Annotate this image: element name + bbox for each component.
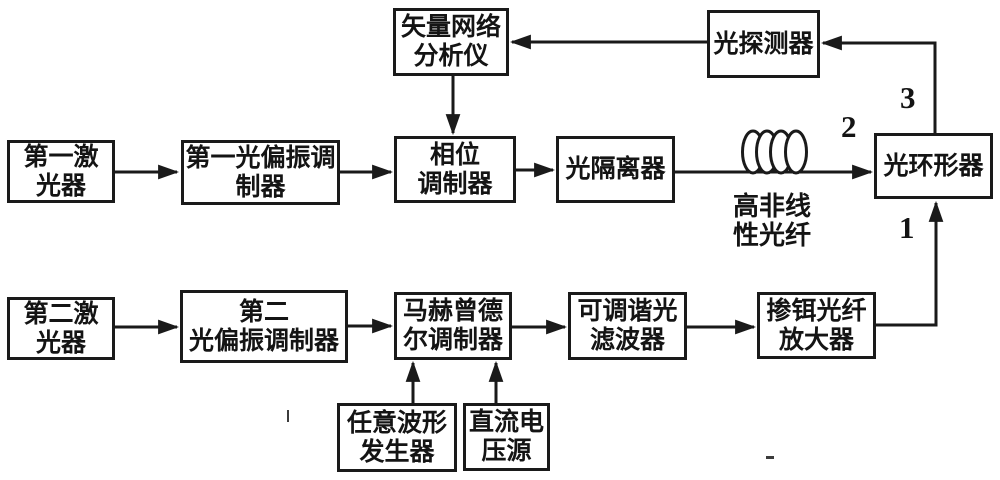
node-vector-network-analyzer-label: 矢量网络 分析仪 — [400, 13, 501, 70]
node-photodetector-label: 光探测器 — [713, 29, 814, 58]
node-second-polarization-modulator-label: 第二 光偏振调制器 — [188, 297, 339, 355]
label-circulator-port-1: 1 — [899, 210, 915, 245]
scan-artifact-dash — [766, 456, 774, 459]
node-dc-voltage-source: 直流电 压源 — [463, 403, 550, 471]
node-mach-zehnder-modulator: 马赫曾德 尔调制器 — [394, 292, 512, 360]
node-optical-circulator-label: 光环形器 — [883, 151, 984, 180]
fiber-coil-icon — [741, 129, 808, 175]
label-circulator-port-3: 3 — [900, 80, 916, 115]
node-optical-isolator: 光隔离器 — [556, 136, 675, 203]
node-edfa: 掺铒光纤 放大器 — [757, 292, 876, 359]
node-arbitrary-waveform-generator: 任意波形 发生器 — [337, 403, 457, 472]
node-first-laser: 第一激 光器 — [7, 140, 115, 203]
node-second-laser-label: 第二激 光器 — [23, 299, 99, 357]
arrow-edfa-to-circulator — [876, 200, 944, 327]
node-edfa-label: 掺铒光纤 放大器 — [766, 296, 867, 354]
scan-artifact-tick — [287, 410, 289, 422]
node-optical-isolator-label: 光隔离器 — [565, 155, 666, 184]
node-tunable-optical-filter-label: 可调谐光 滤波器 — [577, 297, 678, 354]
node-phase-modulator-label: 相位 调制器 — [417, 140, 493, 198]
node-second-laser: 第二激 光器 — [7, 297, 115, 360]
node-optical-circulator: 光环形器 — [874, 133, 993, 199]
arrow-circulator-to-detector — [820, 35, 937, 133]
node-arbitrary-waveform-generator-label: 任意波形 发生器 — [346, 408, 447, 466]
node-second-polarization-modulator: 第二 光偏振调制器 — [180, 290, 348, 363]
label-circulator-port-2: 2 — [841, 109, 857, 144]
node-first-polarization-modulator: 第一光偏振调 制器 — [181, 140, 340, 205]
node-first-laser-label: 第一激 光器 — [23, 142, 99, 200]
node-phase-modulator: 相位 调制器 — [394, 136, 516, 203]
label-highly-nonlinear-fiber: 高非线 性光纤 — [732, 191, 811, 251]
node-vector-network-analyzer: 矢量网络 分析仪 — [393, 8, 509, 76]
node-mach-zehnder-modulator-label: 马赫曾德 尔调制器 — [402, 297, 503, 354]
node-tunable-optical-filter: 可调谐光 滤波器 — [568, 292, 687, 360]
node-photodetector: 光探测器 — [707, 10, 820, 78]
node-first-polarization-modulator-label: 第一光偏振调 制器 — [185, 143, 336, 201]
node-dc-voltage-source-label: 直流电 压源 — [468, 408, 544, 465]
